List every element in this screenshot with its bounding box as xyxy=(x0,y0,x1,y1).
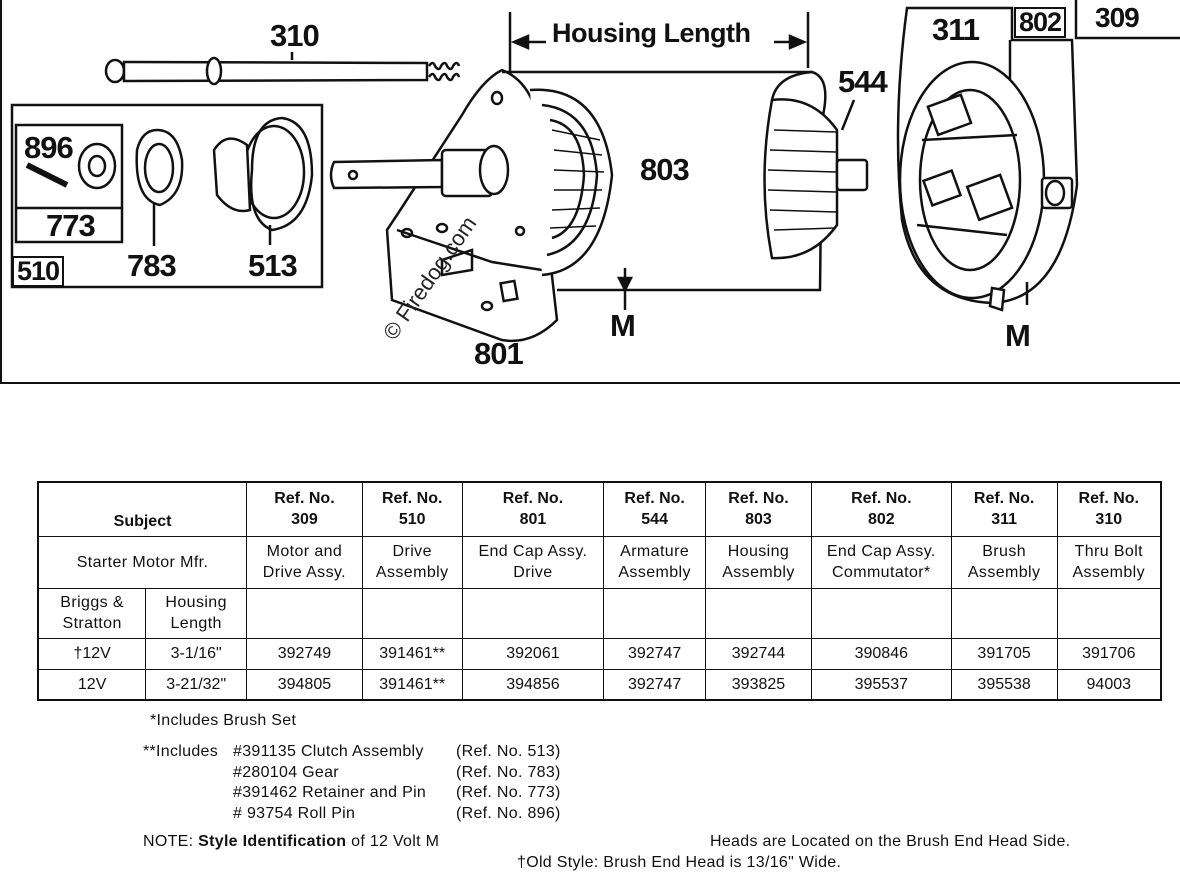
ref-label-311: 311 xyxy=(932,12,980,47)
part-number-cell: 392744 xyxy=(705,637,812,670)
note-prefix: NOTE: xyxy=(143,833,194,850)
desc-cell: End Cap Assy.Drive xyxy=(461,535,605,589)
footnote-ref: (Ref. No. 773) xyxy=(456,784,561,801)
part-number-cell: 394856 xyxy=(461,668,605,701)
ref-label-309: 309 xyxy=(1095,2,1140,33)
part-number-cell: 391706 xyxy=(1056,637,1162,670)
part-number-cell: 394805 xyxy=(246,668,363,701)
part-number-cell: 94003 xyxy=(1056,668,1162,701)
empty-cell xyxy=(950,587,1058,639)
ref-label-803: 803 xyxy=(640,152,690,187)
starter-motor-mfr-label: Starter Motor Mfr. xyxy=(37,535,248,589)
parts-table: Subject Ref. No.309 Ref. No.510 Ref. No.… xyxy=(37,481,1162,701)
ref-label-773: 773 xyxy=(46,208,96,243)
old-style-note: †Old Style: Brush End Head is 13/16" Wid… xyxy=(517,854,842,871)
empty-cell xyxy=(705,587,812,639)
part-number-cell: 391705 xyxy=(950,637,1058,670)
ref-label-802: 802 xyxy=(1014,7,1067,38)
part-number-cell: 392749 xyxy=(246,637,363,670)
part-number-cell: 392747 xyxy=(603,668,707,701)
ref-header: Ref. No.803 xyxy=(705,481,812,537)
empty-cell xyxy=(246,587,363,639)
subject-header: Subject xyxy=(37,481,248,537)
part-number-cell: 393825 xyxy=(705,668,812,701)
table-row: 12V 3-21/32" 394805 391461** 394856 3927… xyxy=(37,668,1162,701)
ref-label-801: 801 xyxy=(474,336,524,371)
part-number-cell: 392747 xyxy=(603,637,707,670)
empty-cell xyxy=(603,587,707,639)
footnote-part: #391135 Clutch Assembly xyxy=(233,743,424,760)
briggs-stratton-label: Briggs &Stratton xyxy=(37,587,147,639)
ref-label-m-endcap: M xyxy=(1005,318,1031,353)
note-text: of 12 Volt M xyxy=(351,833,440,850)
empty-cell xyxy=(361,587,463,639)
voltage-cell: 12V xyxy=(37,668,147,701)
footnote-part: #280104 Gear xyxy=(233,764,339,781)
part-number-cell: 390846 xyxy=(810,637,952,670)
ref-header: Ref. No.310 xyxy=(1056,481,1162,537)
style-identification-note: NOTE: Style Identification of 12 Volt M xyxy=(143,832,439,852)
empty-cell xyxy=(461,587,605,639)
ref-header: Ref. No.309 xyxy=(246,481,363,537)
ref-label-310: 310 xyxy=(270,18,320,53)
starter-motor-drawing xyxy=(10,0,1180,343)
voltage-cell: †12V xyxy=(37,637,147,670)
footnote-brush-set: *Includes Brush Set xyxy=(150,712,297,729)
note-bold: Style Identification xyxy=(198,833,347,850)
ref-label-544: 544 xyxy=(838,64,888,99)
ref-label-896: 896 xyxy=(24,130,74,165)
ref-header: Ref. No.801 xyxy=(461,481,605,537)
ref-header: Ref. No.510 xyxy=(361,481,463,537)
note-text-continued: Heads are Located on the Brush End Head … xyxy=(710,833,1071,850)
table-row: †12V 3-1/16" 392749 391461** 392061 3927… xyxy=(37,637,1162,670)
length-cell: 3-1/16" xyxy=(145,637,248,670)
ref-label-513: 513 xyxy=(248,248,298,283)
ref-label-510: 510 xyxy=(12,256,65,287)
desc-cell: End Cap Assy.Commutator* xyxy=(810,535,952,589)
ref-header: Ref. No.802 xyxy=(810,481,952,537)
footnote-includes-prefix: **Includes xyxy=(143,743,219,760)
ref-header: Ref. No.544 xyxy=(603,481,707,537)
part-number-cell: 391461** xyxy=(361,637,463,670)
length-cell: 3-21/32" xyxy=(145,668,248,701)
ref-label-m-housing: M xyxy=(610,308,636,343)
part-number-cell: 395537 xyxy=(810,668,952,701)
ref-label-783: 783 xyxy=(127,248,177,283)
empty-cell xyxy=(1056,587,1162,639)
footnote-part: #391462 Retainer and Pin xyxy=(233,784,427,801)
footnote-ref: (Ref. No. 896) xyxy=(456,805,561,822)
part-number-cell: 395538 xyxy=(950,668,1058,701)
part-number-cell: 391461** xyxy=(361,668,463,701)
footnote-part: # 93754 Roll Pin xyxy=(233,805,356,822)
exploded-diagram: Housing Length 310 544 311 802 309 896 7… xyxy=(0,0,1180,384)
ref-header: Ref. No.311 xyxy=(950,481,1058,537)
footnote-ref: (Ref. No. 513) xyxy=(456,743,561,760)
housing-length-label: Housing Length xyxy=(550,18,753,49)
footnote-ref: (Ref. No. 783) xyxy=(456,764,561,781)
part-number-cell: 392061 xyxy=(461,637,605,670)
empty-cell xyxy=(810,587,952,639)
table-header-row: Subject Ref. No.309 Ref. No.510 Ref. No.… xyxy=(37,481,1162,537)
